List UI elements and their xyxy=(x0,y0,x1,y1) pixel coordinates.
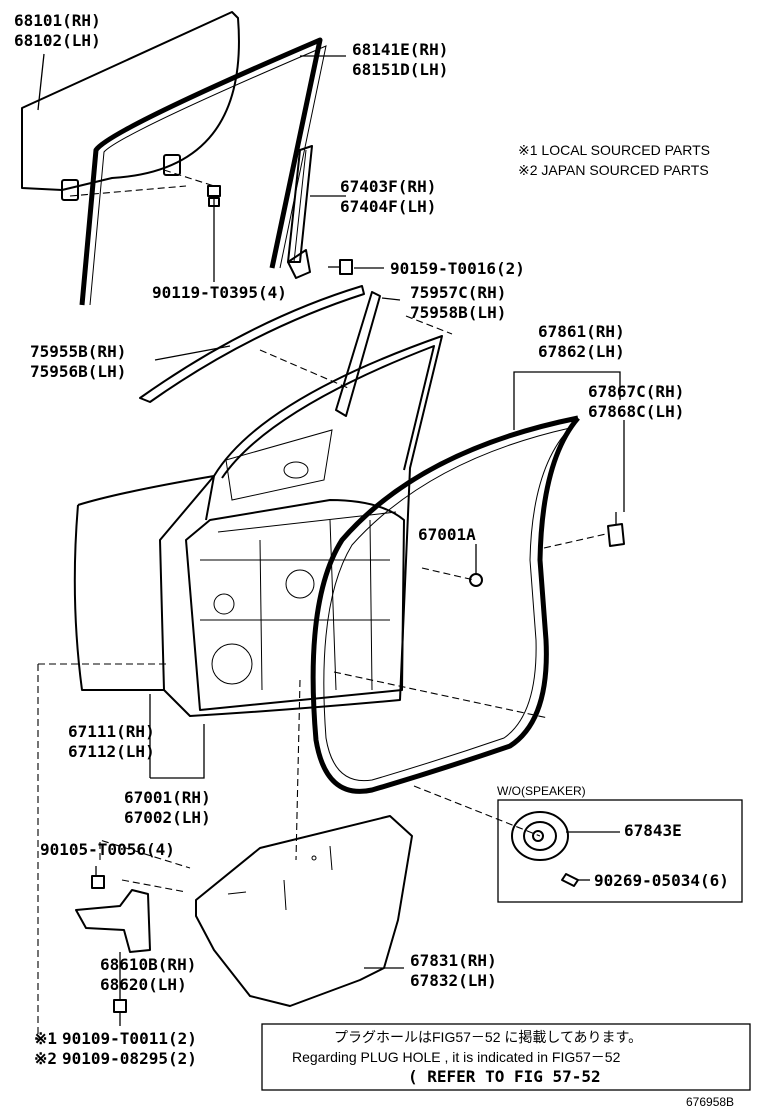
weatherstrip-rh-label: 67861(RH) xyxy=(538,322,625,341)
glass-run-rh-label: 68141E(RH) xyxy=(352,40,448,59)
bolt-e-label: 90109-08295(2) xyxy=(62,1049,197,1068)
glass-rh-label: 68101(RH) xyxy=(14,11,101,30)
glass-run-lh-label: 68151D(LH) xyxy=(352,60,448,79)
figure-id: 676958B xyxy=(686,1095,734,1109)
reference-japanese: プラグホールはFIG57－52 に掲載してあります。 xyxy=(334,1029,642,1045)
clip-drawing xyxy=(607,512,625,547)
speaker-condition-label: W/O(SPEAKER) xyxy=(497,784,586,798)
leader-lines xyxy=(37,53,625,1026)
glass-run-drawing xyxy=(79,37,327,306)
hole-cover-lh-label: 67832(LH) xyxy=(410,971,497,990)
plug-label: 67001A xyxy=(418,525,476,544)
weatherstrip-lh-label: 67862(LH) xyxy=(538,342,625,361)
reference-box: プラグホールはFIG57－52 に掲載してあります。 Regarding PLU… xyxy=(261,1023,751,1091)
weatherstrip-drawing xyxy=(310,415,580,794)
belt-moulding-drawing xyxy=(139,285,365,403)
rear-moulding-drawing xyxy=(335,291,381,417)
bolt-d-mark: ※1 xyxy=(34,1029,57,1048)
moulding-belt-rh-label: 75955B(RH) xyxy=(30,342,126,361)
clip-lh-label: 67868C(LH) xyxy=(588,402,684,421)
hole-cover-rh-label: 67831(RH) xyxy=(410,951,497,970)
moulding-belt-lh-label: 75956B(LH) xyxy=(30,362,126,381)
local-sourced-note: ※1 LOCAL SOURCED PARTS xyxy=(518,142,710,158)
reference-english: Regarding PLUG HOLE , it is indicated in… xyxy=(292,1049,621,1065)
frame-lh-label: 67404F(LH) xyxy=(340,197,436,216)
moulding-rear-lh-label: 75958B(LH) xyxy=(410,303,506,322)
assembly-lines xyxy=(37,169,607,1040)
screw-label: 90269-05034(6) xyxy=(594,871,729,890)
bolt-c-label: 90105-T0056(4) xyxy=(40,840,175,859)
speaker-box xyxy=(497,799,743,903)
panel-rh-label: 67111(RH) xyxy=(68,722,155,741)
bolt-d-label: 90109-T0011(2) xyxy=(62,1029,197,1048)
reference-refer: ( REFER TO FIG 57-52 xyxy=(408,1067,601,1086)
door-rh-label: 67001(RH) xyxy=(124,788,211,807)
frame-rh-label: 67403F(RH) xyxy=(340,177,436,196)
plug-drawing xyxy=(469,573,483,587)
clip-rh-label: 67867C(RH) xyxy=(588,382,684,401)
moulding-rear-rh-label: 75957C(RH) xyxy=(410,283,506,302)
door-check-rh-label: 68610B(RH) xyxy=(100,955,196,974)
glass-lh-label: 68102(LH) xyxy=(14,31,101,50)
bolt-a-label: 90159-T0016(2) xyxy=(390,259,525,278)
door-shell-drawing xyxy=(73,335,443,717)
door-glass-drawing xyxy=(21,11,240,201)
bolt-drawing-a xyxy=(207,185,221,207)
panel-lh-label: 67112(LH) xyxy=(68,742,155,761)
hole-cover-drawing xyxy=(195,815,413,1007)
speaker-part-label: 67843E xyxy=(624,821,682,840)
japan-sourced-note: ※2 JAPAN SOURCED PARTS xyxy=(518,162,709,178)
door-check-lh-label: 68620(LH) xyxy=(100,975,187,994)
bolt-drawing-b xyxy=(328,259,353,275)
rear-frame-drawing xyxy=(287,145,313,279)
bolt-b-label: 90119-T0395(4) xyxy=(152,283,287,302)
bolt-e-mark: ※2 xyxy=(34,1049,57,1068)
door-lh-label: 67002(LH) xyxy=(124,808,211,827)
